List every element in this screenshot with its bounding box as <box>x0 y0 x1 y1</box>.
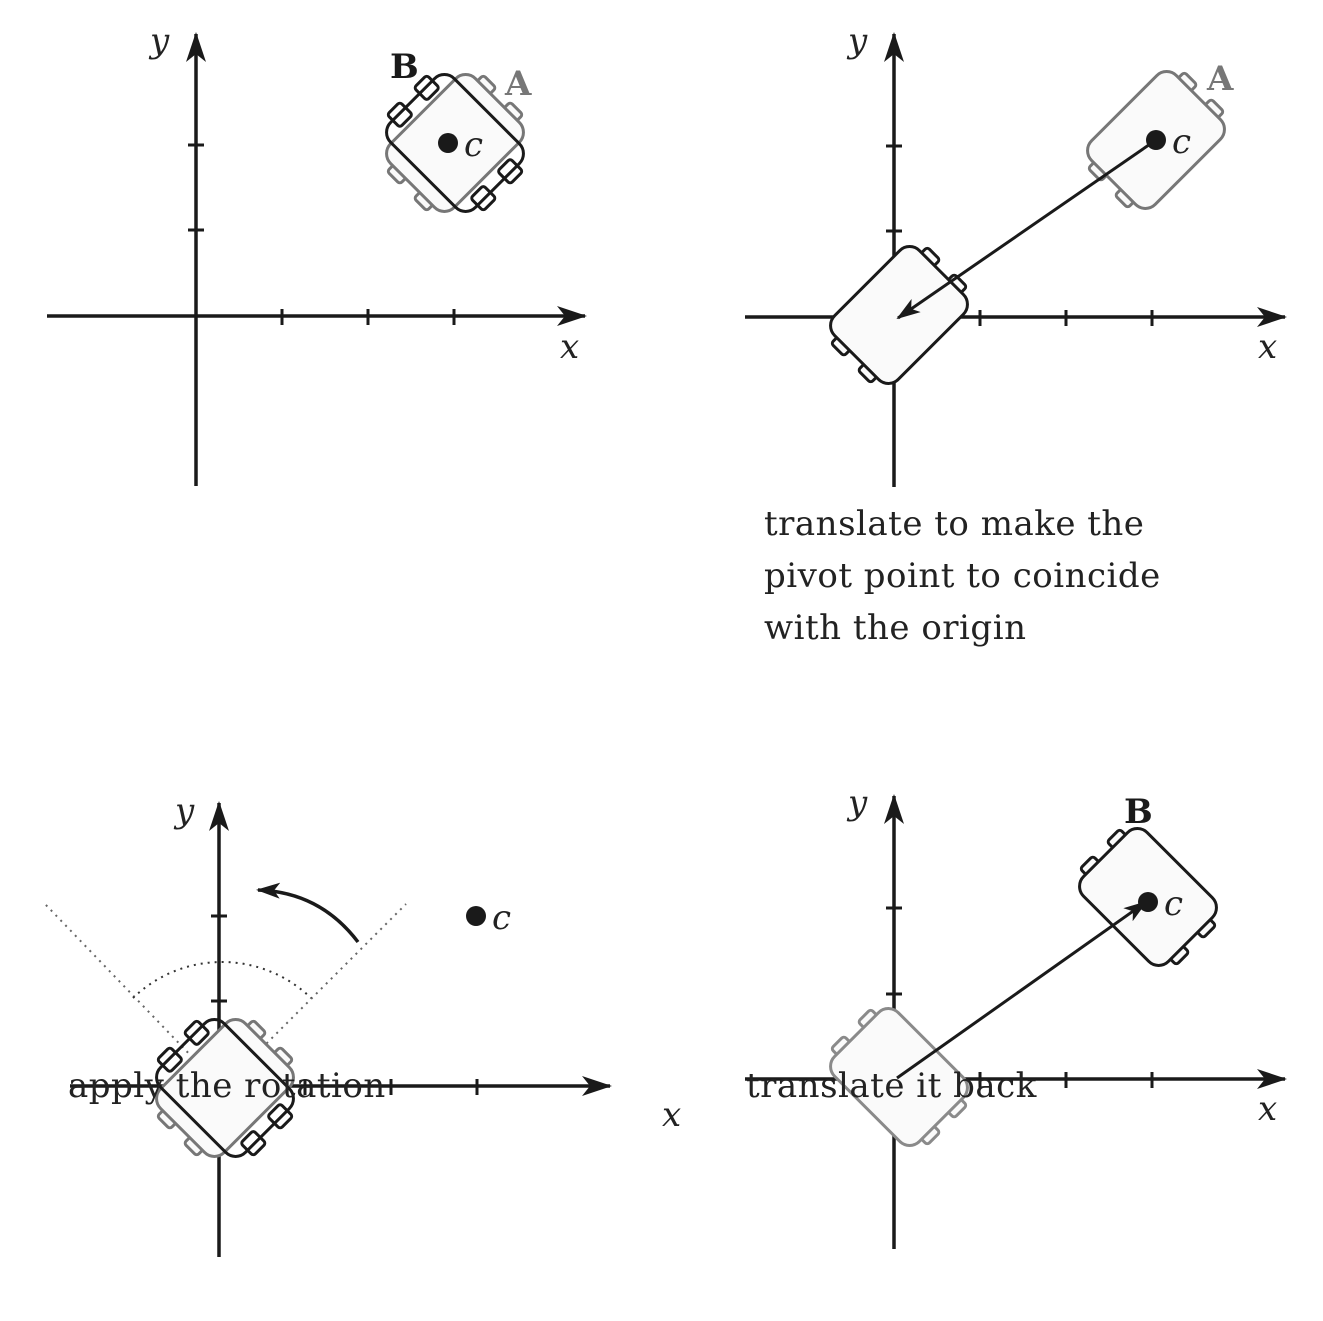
caption-line: translate it back <box>746 1066 1037 1106</box>
object-b <box>385 73 525 213</box>
object-a-label: A <box>504 64 532 104</box>
panel-translate-to-origin: x y c A <box>745 21 1287 487</box>
object-a-label: A <box>1206 59 1234 99</box>
translation-vector <box>896 900 1148 1080</box>
caption-translate-to-origin: translate to make the pivot point to coi… <box>764 498 1161 654</box>
axes: x y <box>745 21 1287 487</box>
translation-vector <box>896 138 1157 320</box>
object-b-label: B <box>1124 792 1153 832</box>
axes: x y <box>745 783 1287 1249</box>
caption-line: pivot point to coincide <box>764 556 1161 596</box>
y-axis-label: y <box>846 21 868 61</box>
x-axis-label: x <box>662 1095 681 1135</box>
panel-translate-back: x y c B <box>745 783 1287 1249</box>
object-after-rotation <box>155 1018 295 1158</box>
caption-line: apply the rotation <box>68 1066 386 1106</box>
x-axis-label: x <box>560 327 579 367</box>
object-before-rotation <box>155 1018 295 1158</box>
y-axis-label: y <box>173 791 195 831</box>
x-axis-label: x <box>1258 327 1277 367</box>
panel-rotate: x y c <box>44 791 681 1257</box>
x-axis-label: x <box>1258 1089 1277 1129</box>
panel-original: x y c B A <box>47 21 587 486</box>
caption-rotate: apply the rotation <box>68 1060 386 1112</box>
pivot-point <box>466 906 486 926</box>
pivot-point <box>1146 130 1166 150</box>
object-b-label: B <box>390 47 419 87</box>
caption-line: with the origin <box>764 608 1027 648</box>
pivot-point <box>438 133 458 153</box>
pivot-label: c <box>1164 884 1183 924</box>
axes: x y <box>70 791 681 1257</box>
caption-translate-back: translate it back <box>746 1060 1037 1112</box>
rotation-angle-arc <box>132 961 312 999</box>
pivot-label: c <box>1172 122 1191 162</box>
caption-line: translate to make the <box>764 504 1145 544</box>
y-axis-label: y <box>148 21 170 61</box>
pivot-point <box>1138 892 1158 912</box>
rotation-direction-arrow <box>256 882 360 944</box>
axes: x y <box>47 21 587 486</box>
object-a-translated <box>829 245 969 385</box>
y-axis-label: y <box>846 783 868 823</box>
pivot-label: c <box>464 125 483 165</box>
pivot-label: c <box>492 898 511 938</box>
